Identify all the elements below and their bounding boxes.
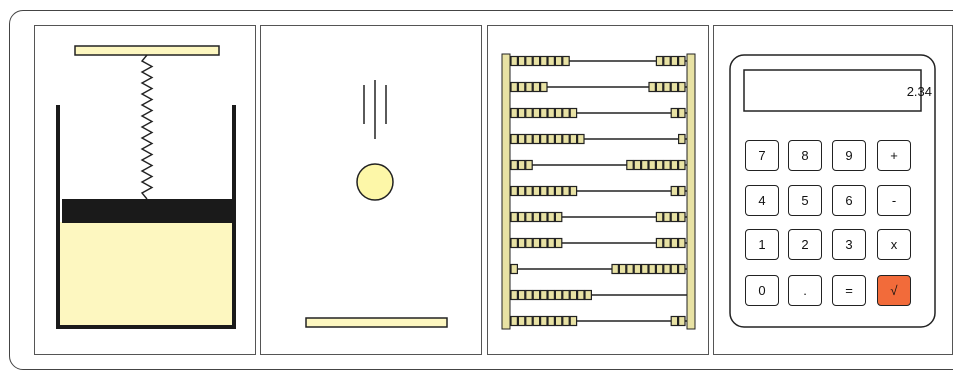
calc-button-3[interactable]: 3 <box>832 229 866 260</box>
calculator-display: 2.34 <box>906 84 932 99</box>
calc-button-decimal[interactable]: . <box>788 275 822 306</box>
calc-button-4[interactable]: 4 <box>745 185 779 216</box>
falling-ball-icon <box>305 80 448 328</box>
calc-button-7[interactable]: 7 <box>745 140 779 171</box>
calc-button-minus[interactable]: - <box>877 185 911 216</box>
piston-panel[interactable] <box>34 25 256 355</box>
calc-button-0[interactable]: 0 <box>745 275 779 306</box>
calc-button-equals[interactable]: = <box>832 275 866 306</box>
calc-button-sqrt[interactable]: √ <box>877 275 911 306</box>
calc-button-6[interactable]: 6 <box>832 185 866 216</box>
abacus-panel[interactable] <box>487 25 709 355</box>
calc-button-9[interactable]: 9 <box>832 140 866 171</box>
calc-button-1[interactable]: 1 <box>745 229 779 260</box>
calc-button-plus[interactable]: + <box>877 140 911 171</box>
calc-button-5[interactable]: 5 <box>788 185 822 216</box>
spring-piston-icon <box>56 45 236 329</box>
abacus-icon <box>501 53 696 330</box>
calc-button-2[interactable]: 2 <box>788 229 822 260</box>
calc-button-8[interactable]: 8 <box>788 140 822 171</box>
calc-button-multiply[interactable]: x <box>877 229 911 260</box>
falling-ball-panel[interactable] <box>260 25 482 355</box>
